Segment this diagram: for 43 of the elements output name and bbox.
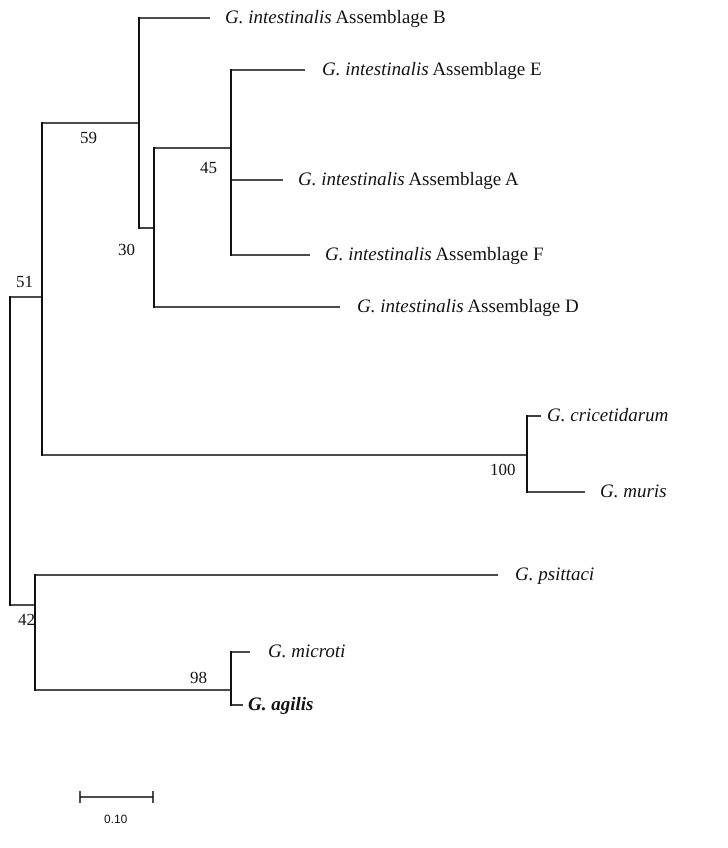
taxon-label: G. microti <box>250 640 346 664</box>
tree-branch <box>232 651 250 653</box>
tree-branch <box>232 254 310 256</box>
bootstrap-value: 42 <box>18 610 35 630</box>
tree-branch <box>140 227 153 229</box>
taxon-label: G. muris <box>585 480 667 504</box>
tree-branch <box>155 147 230 149</box>
branch-node-line <box>34 574 36 691</box>
tree-branch <box>528 491 585 493</box>
bootstrap-value: 59 <box>80 128 97 148</box>
bootstrap-value: 30 <box>118 240 135 260</box>
taxon-label: G. intestinalis Assemblage A <box>283 168 519 192</box>
tree-branch <box>36 689 230 691</box>
taxon-label: G. intestinalis Assemblage E <box>305 58 542 82</box>
tree-branch <box>140 17 210 19</box>
tree-branch <box>232 704 243 706</box>
tree-branch <box>36 574 498 576</box>
tree-branch <box>43 122 138 124</box>
branch-node-line <box>230 69 232 256</box>
bootstrap-value: 100 <box>490 460 516 480</box>
tree-branch <box>232 179 283 181</box>
taxon-label: G. cricetidarum <box>541 404 668 428</box>
bootstrap-value: 51 <box>16 272 33 292</box>
taxon-label: G. intestinalis Assemblage B <box>210 6 446 30</box>
tree-branch <box>11 604 34 606</box>
tree-branch <box>232 69 305 71</box>
branch-node-line <box>153 147 155 308</box>
tree-branch <box>43 454 526 456</box>
scale-value: 0.10 <box>104 812 128 826</box>
tree-branch <box>528 415 541 417</box>
taxon-label: G. agilis <box>243 693 314 717</box>
branch-node-line <box>41 122 43 456</box>
tree-branch <box>11 296 41 298</box>
bootstrap-value: 45 <box>200 158 217 178</box>
branch-node-line <box>9 296 11 606</box>
bootstrap-value: 98 <box>190 668 207 688</box>
branch-node-line <box>526 415 528 493</box>
branch-node-line <box>138 17 140 229</box>
taxon-label: G. psittaci <box>498 563 594 587</box>
taxon-label: G. intestinalis Assemblage F <box>310 243 544 267</box>
branch-node-line <box>230 651 232 706</box>
taxon-label: G. intestinalis Assemblage D <box>340 295 579 319</box>
tree-branch <box>155 306 340 308</box>
